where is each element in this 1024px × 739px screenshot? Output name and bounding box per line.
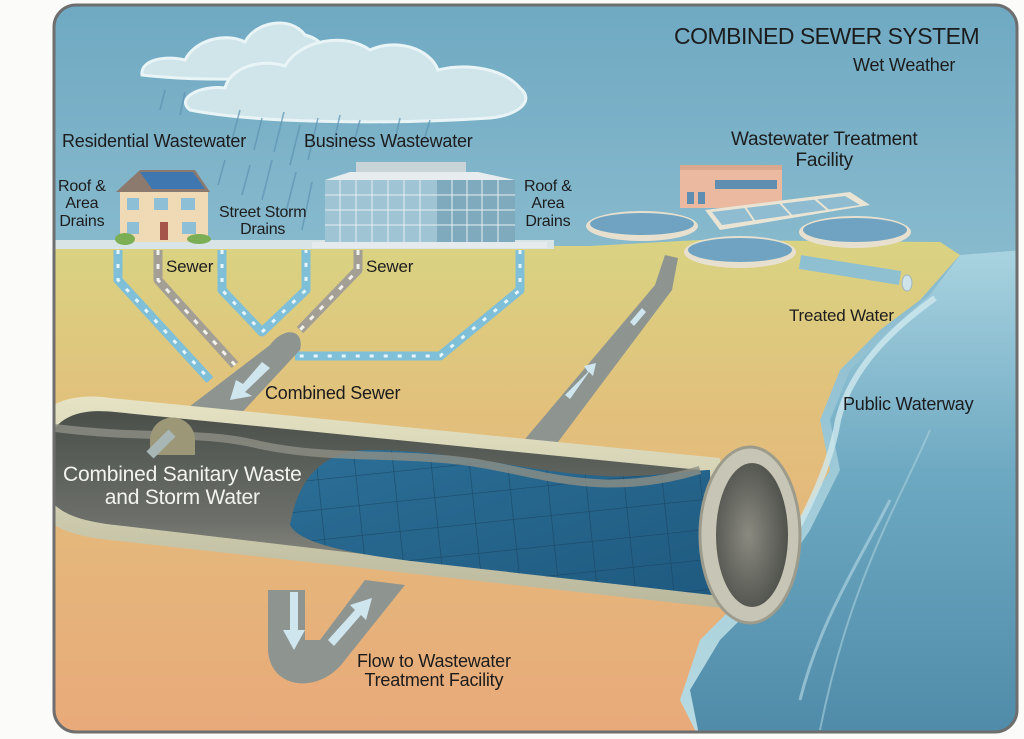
label-business-wastewater: Business Wastewater [304, 131, 473, 151]
rain-cloud [140, 21, 528, 124]
label-street-storm-drains: Street Storm Drains [219, 204, 307, 239]
combined-sewer-chute [185, 332, 301, 420]
label-roof-drains-right: Roof & Area Drains [524, 178, 572, 230]
pipe-to-facility [520, 255, 678, 450]
combined-sewer-pipe [54, 396, 802, 625]
label-roof-drains-left: Roof & Area Drains [58, 178, 106, 230]
residential-house [115, 170, 211, 245]
street-surface [54, 240, 554, 249]
flow-arrow-down-loop [283, 592, 305, 650]
diagram-title: COMBINED SEWER SYSTEM [674, 23, 980, 49]
diagram-subtitle: Wet Weather [853, 55, 956, 75]
label-combined-sewer: Combined Sewer [265, 383, 401, 403]
label-residential-wastewater: Residential Wastewater [62, 131, 247, 151]
public-waterway-water [690, 250, 1017, 732]
rain [159, 89, 431, 231]
flow-arrow-down [230, 362, 270, 400]
label-public-waterway: Public Waterway [843, 394, 974, 414]
frame [52, 3, 1019, 734]
panel [54, 5, 1017, 732]
label-treated-water: Treated Water [789, 306, 894, 325]
label-sewer-left: Sewer [166, 257, 214, 276]
business-building [312, 162, 547, 248]
label-pipe-contents: Combined Sanitary Waste and Storm Water [63, 463, 302, 509]
label-flow-to-facility: Flow to Wastewater Treatment Facility [357, 651, 511, 691]
label-treatment-facility: Wastewater Treatment Facility [731, 129, 918, 171]
label-sewer-right: Sewer [366, 257, 414, 276]
flow-arrow-up-loop [328, 598, 372, 646]
treatment-facility [586, 165, 913, 292]
